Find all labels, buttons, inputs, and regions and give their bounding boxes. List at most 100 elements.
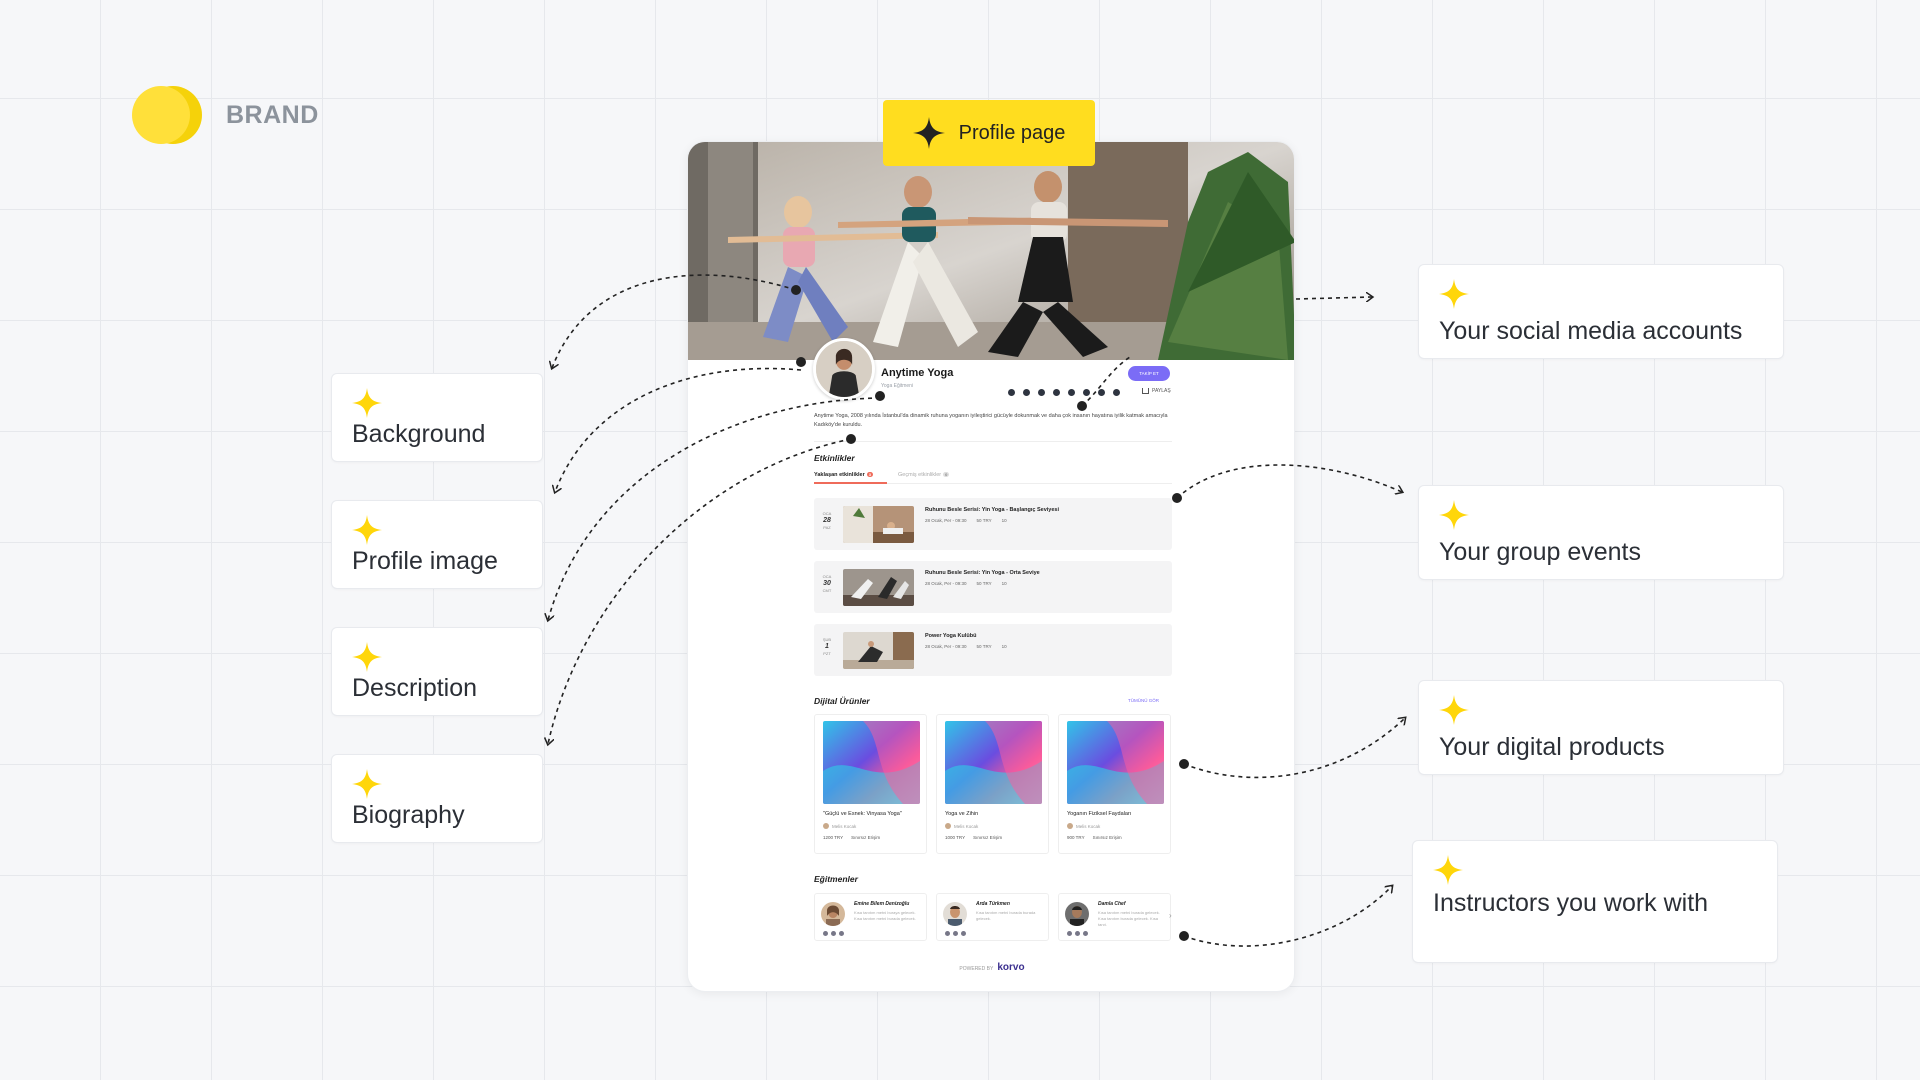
event-date: OCA 30 CMT <box>820 573 834 594</box>
product-card[interactable]: Yoganın Fiziksel Faydaları Melis Kocak 9… <box>1058 714 1171 854</box>
tab-label: Geçmiş etkinlikler <box>898 472 942 478</box>
author-avatar <box>1067 823 1073 829</box>
instructor-card[interactable]: Emine Bilem Denizoğlu Kısa tanıtım metni… <box>814 893 927 941</box>
event-image <box>843 506 914 543</box>
profile-page-badge: Profile page <box>883 100 1095 166</box>
callout-background: Background <box>331 373 543 462</box>
product-author: Melis Kocak <box>1067 823 1100 829</box>
instagram-icon[interactable] <box>839 931 844 936</box>
product-card[interactable]: "Güçlü ve Esnek: Vinyasa Yoga" Melis Koc… <box>814 714 927 854</box>
instructors-title: Eğitmenler <box>814 874 858 884</box>
callout-label: Your social media accounts <box>1439 317 1743 345</box>
event-weekday: PZT <box>823 651 831 656</box>
sparkle-icon <box>912 117 945 149</box>
event-month: OCA <box>822 574 832 579</box>
brand-logo <box>132 86 202 144</box>
brand: BRAND <box>132 86 319 144</box>
event-date: OCA 28 PAZ <box>820 510 834 531</box>
callout-description: Description <box>331 627 543 716</box>
korvo-logo: korvo <box>997 962 1025 973</box>
follow-button[interactable]: TAKİP ET <box>1128 366 1170 381</box>
event-datetime: 28 Ocak, Per - 09:30 <box>925 518 967 523</box>
linkedin-icon[interactable] <box>1113 389 1120 396</box>
instructor-name: Emine Bilem Denizoğlu <box>854 901 910 907</box>
brand-name: BRAND <box>226 100 319 129</box>
product-image <box>945 721 1042 804</box>
products-title: Dijital Ürünler <box>814 696 870 706</box>
sparkle-icon <box>1439 279 1469 309</box>
instructor-description: Kısa tanıtım metni buraya gelecek. Kısa … <box>854 910 916 921</box>
product-price: 1200 TRY <box>823 835 844 840</box>
social-links <box>1008 389 1120 396</box>
event-card[interactable]: OCA 28 PAZ Ruhunu Besle Serisi: Yin Yoga… <box>814 498 1172 550</box>
whatsapp-icon[interactable] <box>1008 389 1015 396</box>
product-title: Yoganın Fiziksel Faydaları <box>1067 811 1132 817</box>
callout-instructors: Instructors you work with <box>1412 840 1778 963</box>
sparkle-icon <box>352 388 382 418</box>
twitter-icon[interactable] <box>823 931 828 936</box>
event-capacity: 10 <box>1001 581 1007 586</box>
event-meta: 28 Ocak, Per - 09:30 50 TRY 10 <box>925 518 1007 523</box>
callout-label: Biography <box>352 801 465 829</box>
instagram-icon[interactable] <box>1068 389 1075 396</box>
twitter-icon[interactable] <box>1038 389 1045 396</box>
instagram-icon[interactable] <box>1083 931 1088 936</box>
product-author: Melis Kocak <box>823 823 856 829</box>
tab-count: 0 <box>943 472 950 477</box>
profile-image <box>813 338 875 400</box>
callout-label: Your group events <box>1439 538 1642 566</box>
author-avatar <box>823 823 829 829</box>
product-access: Sınırsız Erişim <box>1092 835 1122 840</box>
event-title: Ruhunu Besle Serisi: Yin Yoga - Orta Sev… <box>925 570 1040 576</box>
facebook-icon[interactable] <box>831 931 836 936</box>
instructor-description: Kısa tanıtım metni burada burada gelecek… <box>976 910 1036 921</box>
event-weekday: PAZ <box>823 525 831 530</box>
chevron-right-icon[interactable]: › <box>1169 911 1172 920</box>
tiktok-icon[interactable] <box>1083 389 1090 396</box>
author-name: Melis Kocak <box>1076 823 1101 829</box>
email-icon[interactable] <box>1023 389 1030 396</box>
event-day: 30 <box>823 580 831 587</box>
callout-social-media: Your social media accounts <box>1418 264 1784 359</box>
share-label: PAYLAŞ <box>1152 388 1171 394</box>
event-card[interactable]: ŞUB 1 PZT Power Yoga Kulübü 28 Ocak, Per… <box>814 624 1172 676</box>
author-avatar <box>945 823 951 829</box>
event-image <box>843 632 914 669</box>
instructor-socials <box>945 931 966 936</box>
share-icon <box>1142 388 1149 394</box>
callout-biography: Biography <box>331 754 543 843</box>
facebook-icon[interactable] <box>953 931 958 936</box>
instructor-card[interactable]: Damla Chef Kısa tanıtım metni burada gel… <box>1058 893 1171 941</box>
twitter-icon[interactable] <box>1067 931 1072 936</box>
biography-text: Anytime Yoga, 2008 yılında İstanbul'da d… <box>814 413 1168 428</box>
event-capacity: 10 <box>1001 518 1007 523</box>
facebook-icon[interactable] <box>1075 931 1080 936</box>
share-button[interactable]: PAYLAŞ <box>1142 388 1171 394</box>
powered-by-label: POWERED BY <box>959 966 994 972</box>
instagram-icon[interactable] <box>961 931 966 936</box>
event-meta: 28 Ocak, Per - 09:30 50 TRY 10 <box>925 644 1007 649</box>
see-all-link[interactable]: TÜMÜNÜ GÖR <box>1128 698 1159 703</box>
product-access: Sınırsız Erişim <box>973 835 1003 840</box>
callout-profile-image: Profile image <box>331 500 543 589</box>
instructor-avatar <box>821 902 845 926</box>
facebook-icon[interactable] <box>1053 389 1060 396</box>
instructor-card[interactable]: Arda Türkmen Kısa tanıtım metni burada b… <box>936 893 1049 941</box>
sparkle-icon <box>352 769 382 799</box>
event-month: ŞUB <box>822 637 832 642</box>
twitter-icon[interactable] <box>945 931 950 936</box>
youtube-icon[interactable] <box>1098 389 1105 396</box>
callout-digital-products: Your digital products <box>1418 680 1784 775</box>
badge-label: Profile page <box>958 121 1066 144</box>
event-card[interactable]: OCA 30 CMT Ruhunu Besle Serisi: Yin Yoga… <box>814 561 1172 613</box>
instructor-name: Arda Türkmen <box>976 901 1010 907</box>
instructor-name: Damla Chef <box>1098 901 1126 907</box>
instructor-socials <box>1067 931 1088 936</box>
callout-group-events: Your group events <box>1418 485 1784 580</box>
